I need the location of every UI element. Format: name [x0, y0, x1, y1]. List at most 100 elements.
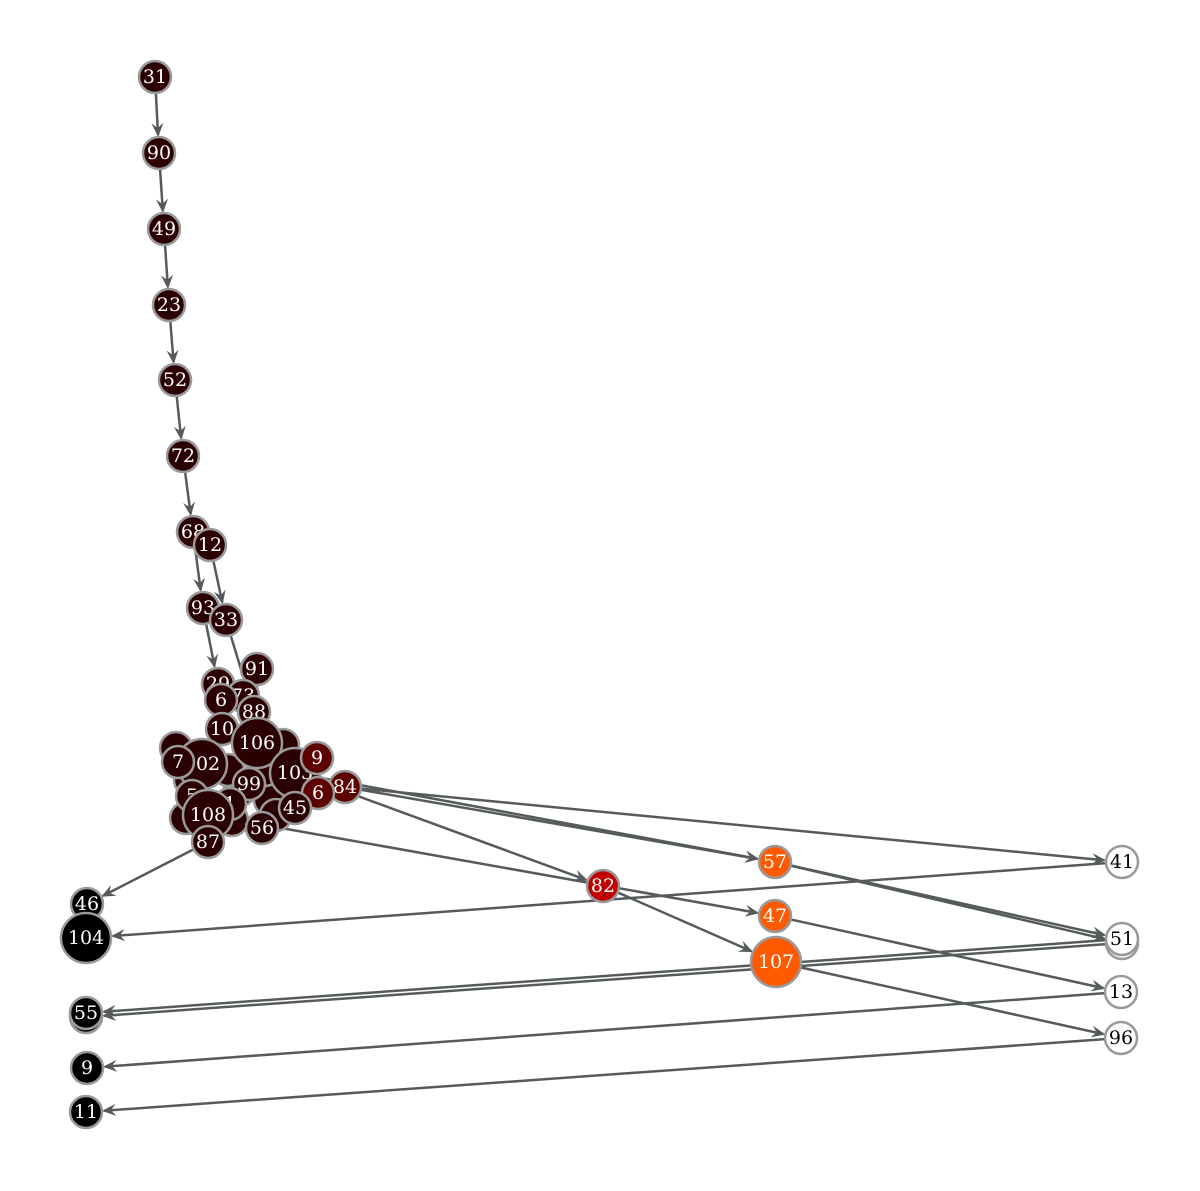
- node-87: 87: [190, 824, 226, 860]
- node-label: 72: [171, 445, 195, 467]
- node-circle: [68, 1094, 104, 1130]
- node-label: 31: [143, 66, 167, 88]
- node-52: 52: [157, 362, 193, 398]
- node-label: 10: [210, 718, 234, 740]
- node-label: 90: [147, 142, 171, 164]
- node-label: 46: [75, 893, 99, 915]
- node-circle: [1104, 921, 1140, 957]
- edge-52-72: [173, 395, 186, 441]
- node-circle: [244, 810, 280, 846]
- node-47: 47: [757, 898, 793, 934]
- node-label: 56: [250, 817, 274, 839]
- node-label: 87: [196, 831, 220, 853]
- edge-103-57: [319, 776, 760, 863]
- node-label: 82: [591, 875, 615, 897]
- node-label: 7: [172, 751, 184, 773]
- edge-108-47: [232, 818, 760, 917]
- node-circle: [68, 995, 104, 1031]
- node-circle: [192, 527, 228, 563]
- node-10: 10: [204, 711, 240, 747]
- edge-93-29: [204, 623, 219, 669]
- node-label: 9: [311, 747, 323, 769]
- node-49: 49: [146, 211, 182, 247]
- node-51: 51: [1104, 921, 1140, 957]
- edge-47-13: [790, 918, 1106, 992]
- nodes-layer: 3190492352726812933391297368810106102799…: [59, 59, 1140, 1130]
- node-circle: [151, 287, 187, 323]
- node-circle: [749, 935, 803, 989]
- node-72: 72: [165, 438, 201, 474]
- node-label: 84: [333, 776, 357, 798]
- node-label: 13: [1109, 981, 1133, 1003]
- node-7: 7: [160, 744, 196, 780]
- node-label: 41: [1110, 851, 1134, 873]
- node-circle: [1103, 1020, 1139, 1056]
- node-circle: [299, 740, 335, 776]
- node-56: 56: [244, 810, 280, 846]
- node-label: 47: [763, 905, 787, 927]
- edge-82-107: [617, 891, 754, 953]
- node-label: 106: [239, 732, 275, 754]
- node-41: 41: [1104, 844, 1140, 880]
- node-circle: [59, 911, 113, 965]
- node-circle: [585, 868, 621, 904]
- node-46: 46: [69, 886, 105, 922]
- node-circle: [1104, 844, 1140, 880]
- node-circle: [1103, 974, 1139, 1010]
- node-label: 49: [152, 218, 176, 240]
- node-label: 96: [1109, 1027, 1133, 1049]
- node-label: 107: [758, 951, 794, 973]
- node-108: 108: [181, 788, 235, 842]
- node-label: 55: [74, 1002, 98, 1024]
- node-circle: [190, 824, 226, 860]
- node-13: 13: [1103, 974, 1139, 1010]
- node-circle: [239, 651, 275, 687]
- edge-72-68: [183, 471, 196, 517]
- edge-13-9: [102, 991, 1106, 1072]
- node-91: 91: [239, 651, 275, 687]
- node-label: 99: [237, 773, 261, 795]
- node-label: 6: [312, 782, 324, 804]
- node-55: 55: [68, 995, 104, 1031]
- node-label: 45: [283, 797, 307, 819]
- node-label: 23: [157, 294, 181, 316]
- edge-23-52: [166, 320, 179, 365]
- node-circle: [69, 1050, 105, 1086]
- node-82: 82: [585, 868, 621, 904]
- node-9: 9: [69, 1050, 105, 1086]
- node-label: 93: [191, 597, 215, 619]
- node-label: 12: [198, 534, 222, 556]
- edge-12-33: [212, 560, 226, 605]
- node-106: 106: [230, 716, 284, 770]
- node-31: 31: [137, 59, 173, 95]
- node-label: 108: [190, 804, 226, 826]
- node-33: 33: [208, 602, 244, 638]
- node-circle: [757, 844, 793, 880]
- node-circle: [141, 135, 177, 171]
- node-9b: 9: [299, 740, 335, 776]
- node-circle: [277, 790, 313, 826]
- node-96: 96: [1103, 1020, 1139, 1056]
- edge-87-46: [101, 848, 195, 897]
- node-label: 57: [763, 851, 787, 873]
- node-label: 91: [245, 658, 269, 680]
- node-23: 23: [151, 287, 187, 323]
- edge-103-82: [318, 780, 588, 882]
- node-circle: [160, 744, 196, 780]
- edge-51-55: [101, 938, 1107, 1017]
- edge-31-90: [151, 92, 164, 138]
- node-107: 107: [749, 935, 803, 989]
- edge-84-41: [360, 787, 1107, 866]
- node-circle: [757, 898, 793, 934]
- edge-51b-55b: [101, 942, 1107, 1021]
- edge-90-49: [156, 168, 169, 214]
- node-6: 6: [203, 682, 239, 718]
- node-11: 11: [68, 1094, 104, 1130]
- node-circle: [157, 362, 193, 398]
- node-label: 33: [214, 609, 238, 631]
- node-label: 52: [163, 369, 187, 391]
- node-label: 51: [1110, 928, 1134, 950]
- node-label: 9: [81, 1057, 93, 1079]
- node-label: 6: [215, 689, 227, 711]
